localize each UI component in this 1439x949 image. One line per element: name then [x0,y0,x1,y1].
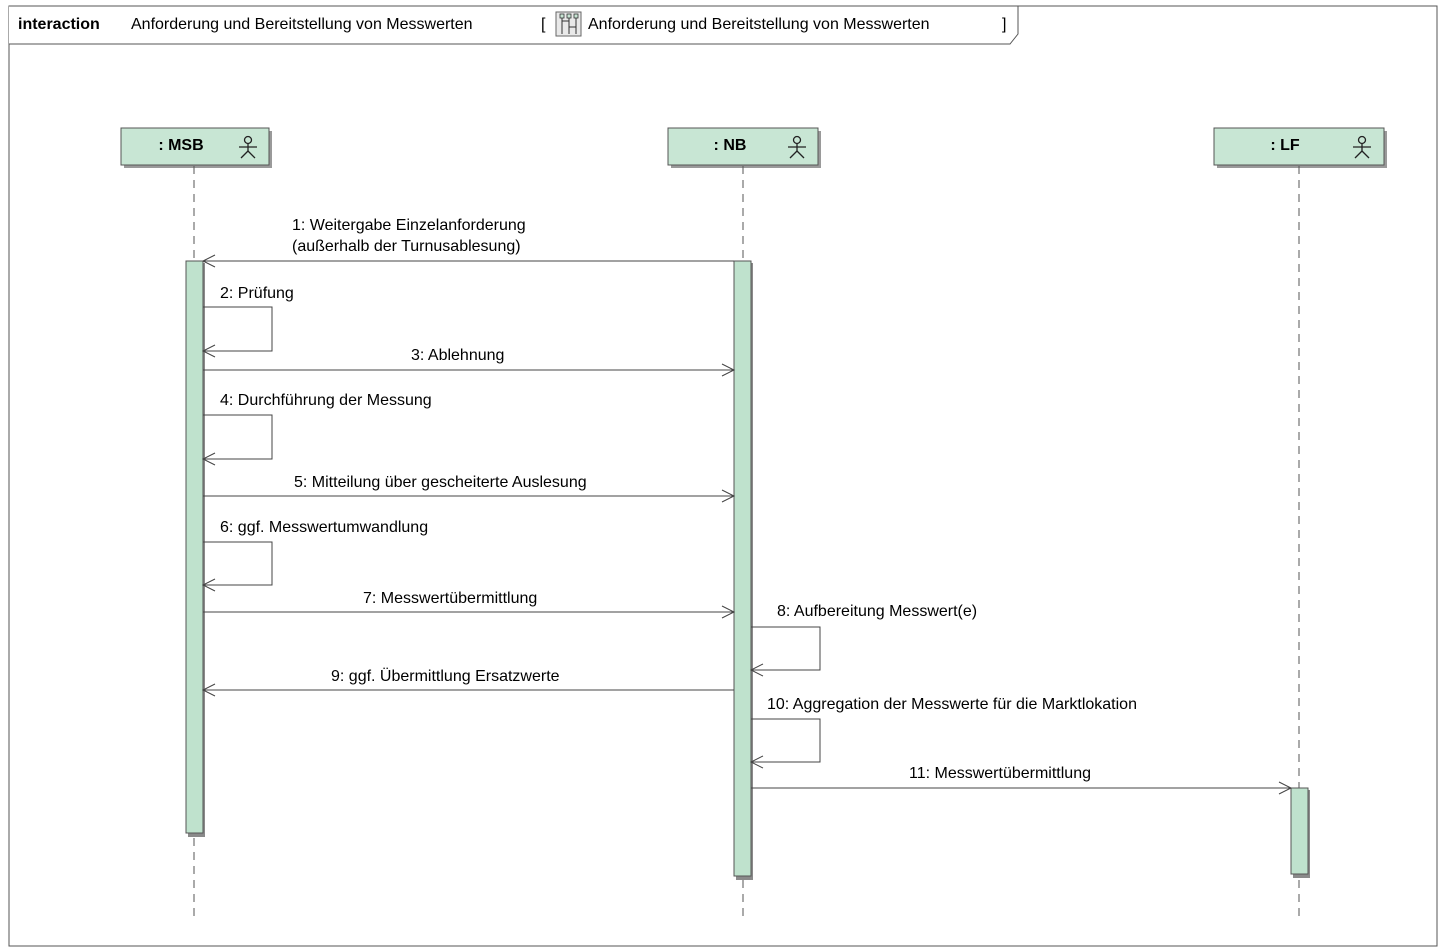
message-7: 7: Messwertübermittlung [203,590,736,619]
actor-icon [788,135,806,159]
message-8: 8: Aufbereitung Messwert(e) [749,603,977,677]
lifeline-nb: : NB [667,127,821,920]
actor-icon [1353,135,1371,159]
frame-keyword: interaction [18,16,100,33]
lifeline-label-msb: : MSB [158,137,203,154]
message-label: 2: Prüfung [220,285,294,302]
message-10: 10: Aggregation der Messwerte für die Ma… [749,696,1137,769]
message-4: 4: Durchführung der Messung [201,392,432,466]
message-label: 6: ggf. Messwertumwandlung [220,519,428,536]
frame-bracket-close: ] [1002,16,1006,33]
message-label: 1: Weitergabe Einzelanforderung [292,217,526,234]
message-3: 3: Ablehnung [203,347,736,377]
activation-lf [1290,787,1310,878]
interaction-diagram-icon [555,11,582,37]
message-2: 2: Prüfung [201,285,294,358]
lifeline-msb: : MSB [120,127,272,920]
frame-ref-title: Anforderung und Bereitstellung von Messw… [588,16,930,33]
lifeline-label-nb: : NB [714,137,747,154]
message-label: 9: ggf. Übermittlung Ersatzwerte [331,667,560,685]
lifeline-label-lf: : LF [1270,137,1300,154]
message-label: 5: Mitteilung über gescheiterte Auslesun… [294,474,587,491]
message-label: 3: Ablehnung [411,347,504,364]
interaction-frame: interaction Anforderung und Bereitstellu… [8,5,1438,947]
message-label: (außerhalb der Turnusablesung) [292,238,521,255]
message-5: 5: Mitteilung über gescheiterte Auslesun… [203,474,736,503]
actor-icon [239,135,257,159]
message-label: 7: Messwertübermittlung [363,590,537,607]
message-label: 4: Durchführung der Messung [220,392,432,409]
message-label: 8: Aufbereitung Messwert(e) [777,603,977,620]
message-1: 1: Weitergabe Einzelanforderung (außerha… [201,217,734,268]
message-9: 9: ggf. Übermittlung Ersatzwerte [201,667,734,697]
activation-nb [733,260,753,880]
lifeline-lf: : LF [1213,127,1387,920]
frame-title: Anforderung und Bereitstellung von Messw… [131,16,473,33]
activation-msb [185,260,205,837]
message-label: 10: Aggregation der Messwerte für die Ma… [767,696,1137,713]
message-6: 6: ggf. Messwertumwandlung [201,519,428,592]
message-label: 11: Messwertübermittlung [909,765,1091,782]
message-11: 11: Messwertübermittlung [751,765,1293,795]
frame-bracket-open: [ [541,16,546,33]
